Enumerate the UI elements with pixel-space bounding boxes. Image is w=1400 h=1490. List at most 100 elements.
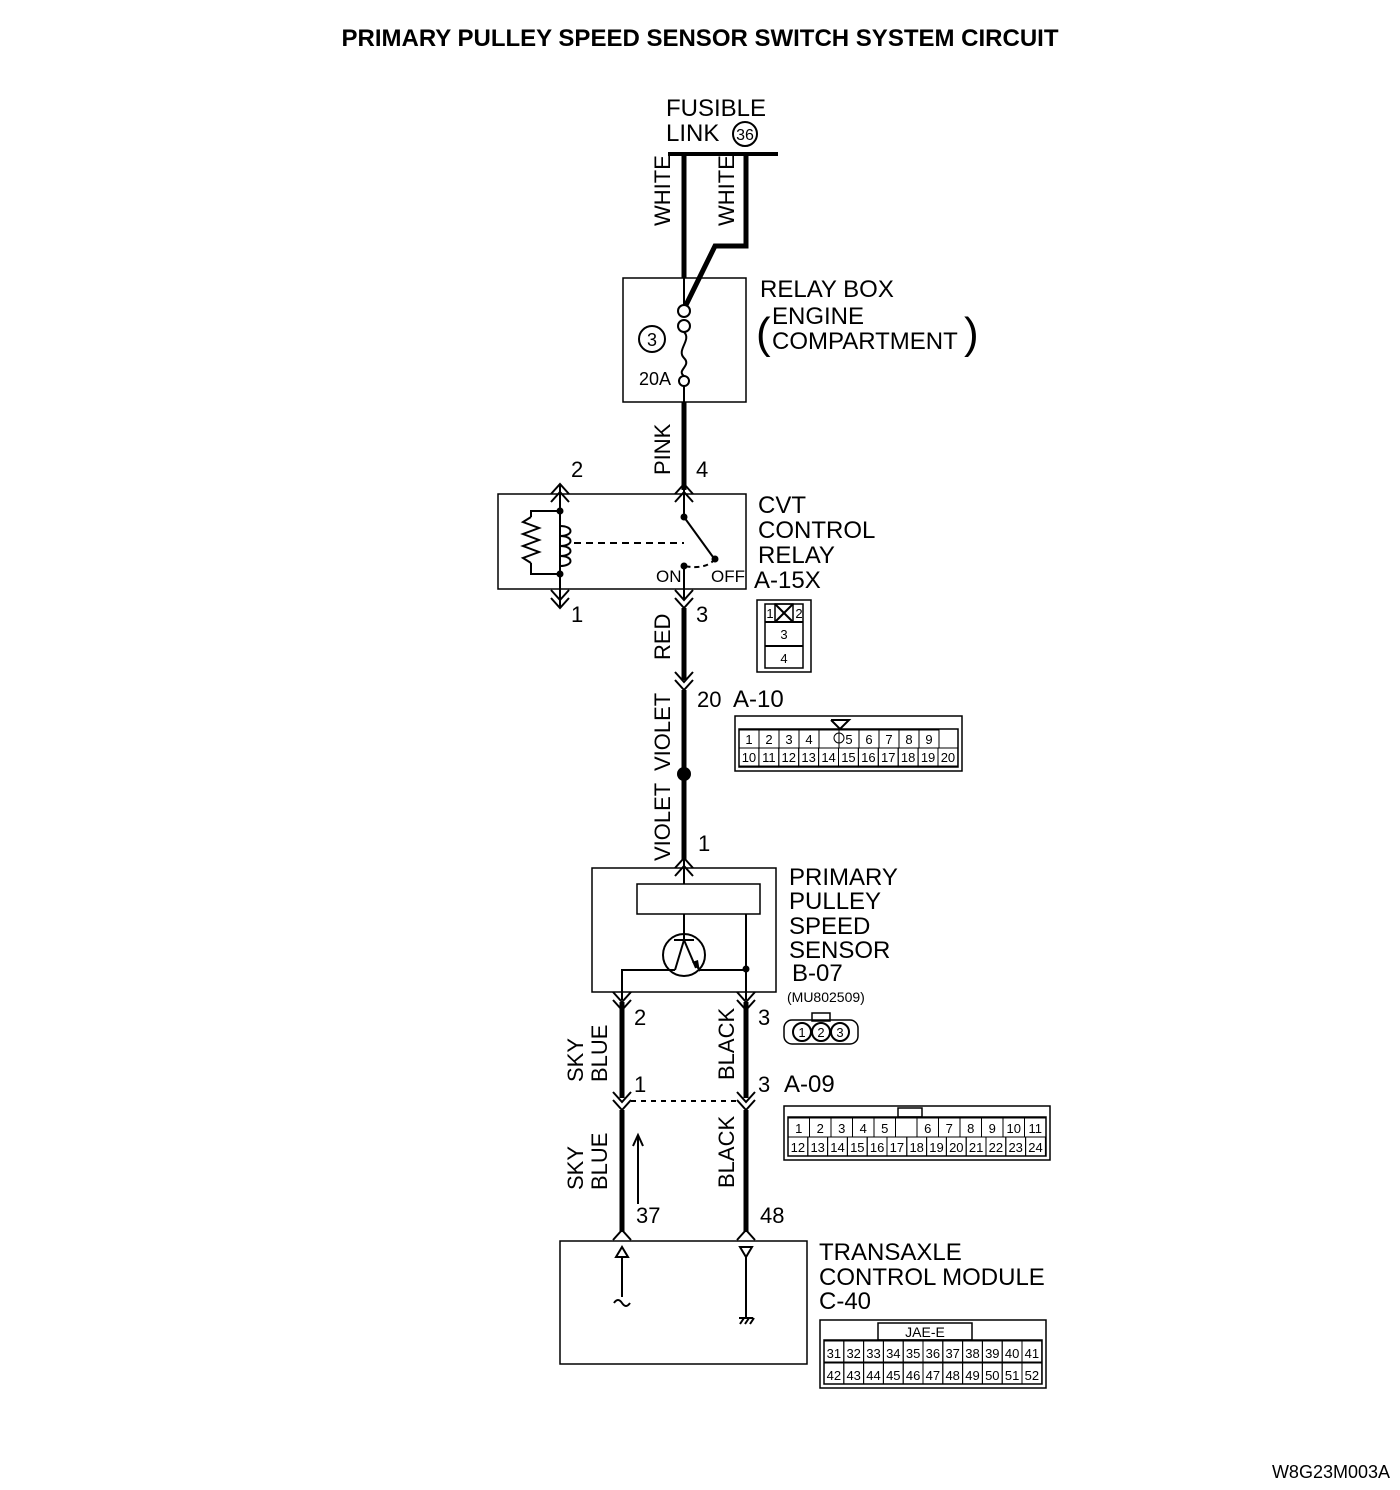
a10-cell: 2 [765,732,772,747]
c40-cell: 51 [1005,1368,1019,1383]
a15x-key-x2 [774,603,794,623]
c40-cell: 40 [1005,1346,1019,1361]
a09-cell: 12 [791,1140,805,1155]
ground-icon-hatch-2 [744,1317,750,1325]
sensor-title-1: PRIMARY [789,864,898,891]
relay-pin-4: 4 [696,457,708,482]
fusible-link-label-2: LINK [666,120,719,147]
relay-resistor-lead-2 [530,563,560,575]
c40-cell: 39 [985,1346,999,1361]
fuse-element-icon [680,331,688,377]
a09-cell: 18 [909,1140,923,1155]
a15x-cell: 3 [780,627,787,642]
c40-cell: 47 [926,1368,940,1383]
a09-cell-box [1025,1136,1046,1157]
a10-locator-icon [833,732,845,744]
fusible-link-number-circle [732,121,758,147]
a10-cell: 7 [885,732,892,747]
a09-left-connector-icon [612,1091,632,1104]
a10-connector-icon [674,671,694,684]
a15x-cell: 4 [780,651,787,666]
c40-cell: 31 [827,1346,841,1361]
c40-cell: 32 [846,1346,860,1361]
ground-icon-hatch-1 [739,1317,745,1325]
c40-cell: 36 [926,1346,940,1361]
a09-cell: 3 [838,1121,845,1136]
a10-cell-box [937,747,959,767]
wire-label-sky-blue-upper-2: BLUE [587,1025,612,1082]
sensor-part-number: (MU802509) [787,989,865,1005]
a09-cell: 4 [860,1121,867,1136]
a09-cell: 21 [969,1140,983,1155]
wire-label-red: RED [650,614,675,660]
a09-cell: 1 [795,1121,802,1136]
fuse-rating: 20A [639,369,671,389]
a10-cell: 8 [905,732,912,747]
relay-pin-2: 2 [571,457,583,482]
transistor-icon [662,933,706,977]
c40-cell: 43 [846,1368,860,1383]
wire-label-sky-blue-lower-2: BLUE [587,1133,612,1190]
relay-box-paren-left: ( [756,309,771,358]
sensor-title-4: SENSOR [789,937,890,964]
a09-cell: 16 [870,1140,884,1155]
a10-pin: 20 [697,687,721,712]
cvt-relay-title-3: RELAY [758,542,835,569]
relay-box-title: RELAY BOX [760,276,894,303]
relay-off-label: OFF [711,567,745,586]
a09-cell: 11 [1029,1121,1043,1136]
b07-cell: 1 [798,1025,805,1040]
a09-cell: 9 [989,1121,996,1136]
a15x-key [774,603,794,623]
cvt-relay-title-1: CVT [758,492,806,519]
a10-cell: 17 [881,750,895,765]
coil-icon [559,525,572,567]
tcm-title-1: TRANSAXLE [819,1239,962,1266]
wire-white-right [683,154,749,307]
a10-cell: 11 [762,750,776,765]
wire-label-violet-lower: VIOLET [650,783,675,861]
diagram-title: PRIMARY PULLEY SPEED SENSOR SWITCH SYSTE… [342,25,1059,52]
wire-label-black-lower: BLACK [714,1116,739,1188]
a09-connector-face [783,1105,1051,1161]
a10-connector-label: A-10 [733,686,784,713]
fuse-number: 3 [647,330,657,350]
fuse-number-circle [638,325,666,353]
ground-icon-hatch-3 [749,1317,755,1325]
transistor-collector [674,939,685,971]
wire-label-violet-upper: VIOLET [650,693,675,771]
c40-cell: 49 [965,1368,979,1383]
figure-code: W8G23M003A [1272,1462,1390,1482]
a10-cell: 12 [782,750,796,765]
c40-cell: 38 [965,1346,979,1361]
a09-cell: 8 [967,1121,974,1136]
tcm-pin-48: 48 [760,1203,784,1228]
a10-cell: 16 [861,750,875,765]
relay-box-line2: ENGINE [772,303,864,330]
a15x-cell: 2 [795,606,802,621]
sensor-ground-lead [698,969,747,1000]
sensor-title-2: PULLEY [789,888,881,915]
a10-cell: 3 [785,732,792,747]
c40-cell: 41 [1025,1346,1039,1361]
b07-cell: 3 [836,1025,843,1040]
resistor-icon [520,516,542,564]
a09-cell: 6 [924,1121,931,1136]
transaxle-control-module [559,1240,808,1365]
sensor-element [636,883,761,915]
a15x-cell: 1 [766,606,773,621]
fuse-terminal-bottom [678,375,690,387]
cvt-relay-title-2: CONTROL [758,517,875,544]
a10-cell: 19 [921,750,935,765]
relay-pin-3: 3 [696,602,708,627]
tcm-input-icon [614,1245,630,1258]
a09-cell: 2 [817,1121,824,1136]
c40-cell: 34 [886,1346,900,1361]
a15x-connector-face [756,599,812,673]
a09-cell: 20 [949,1140,963,1155]
a10-cell-box [818,729,840,749]
wire-label-sky-blue-lower: SKY [563,1146,588,1190]
